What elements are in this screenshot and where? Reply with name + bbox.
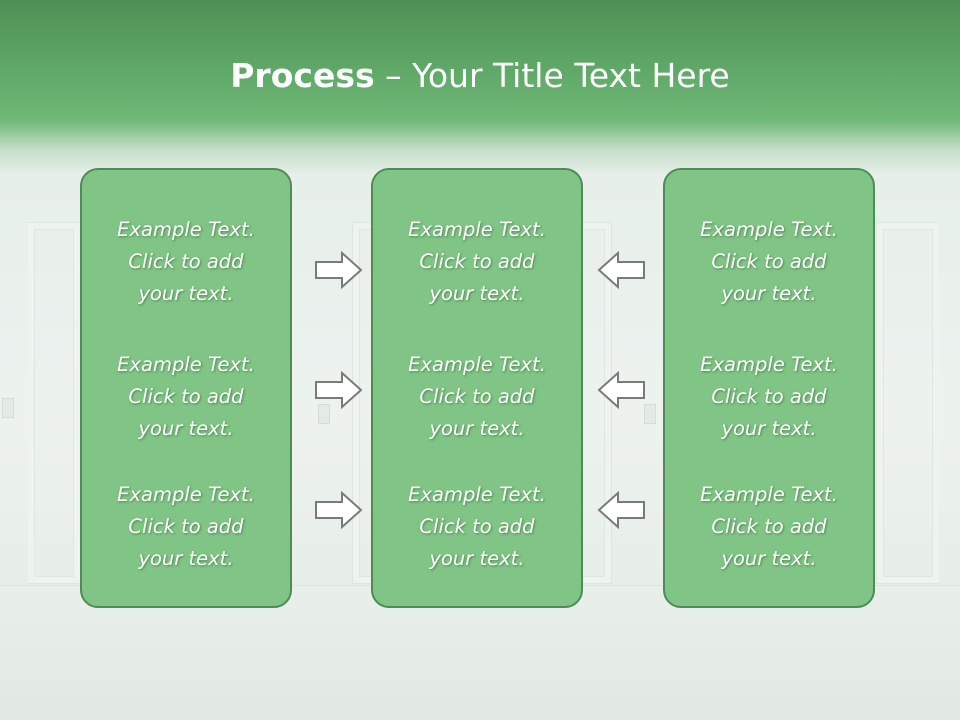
left-arrow-icon — [596, 370, 646, 410]
background-panel-button — [318, 404, 330, 424]
text-line: Example Text. — [408, 218, 546, 241]
text-block[interactable]: Example Text. Click to add your text. — [373, 214, 581, 310]
text-line: Click to add — [711, 250, 827, 273]
text-line: Click to add — [128, 385, 244, 408]
text-line: Example Text. — [117, 353, 255, 376]
text-line: Example Text. — [117, 218, 255, 241]
text-line: your text. — [721, 547, 817, 570]
text-line: Click to add — [419, 250, 535, 273]
title-bold: Process — [230, 56, 375, 95]
background-panel-button — [2, 398, 14, 418]
text-line: Example Text. — [700, 218, 838, 241]
text-line: your text. — [138, 547, 234, 570]
text-line: your text. — [429, 282, 525, 305]
right-arrow-icon — [314, 250, 364, 290]
slide-title[interactable]: Process – Your Title Text Here — [0, 56, 960, 96]
left-arrow-icon — [596, 250, 646, 290]
process-box-center[interactable]: Example Text. Click to add your text. Ex… — [371, 168, 583, 608]
text-block[interactable]: Example Text. Click to add your text. — [665, 214, 873, 310]
text-line: Example Text. — [408, 483, 546, 506]
left-arrow-icon — [596, 490, 646, 530]
text-line: Example Text. — [408, 353, 546, 376]
text-block[interactable]: Example Text. Click to add your text. — [82, 479, 290, 575]
text-line: your text. — [429, 547, 525, 570]
text-line: Click to add — [128, 250, 244, 273]
text-line: your text. — [138, 282, 234, 305]
process-box-left[interactable]: Example Text. Click to add your text. Ex… — [80, 168, 292, 608]
text-block[interactable]: Example Text. Click to add your text. — [665, 349, 873, 445]
right-arrow-icon — [314, 490, 364, 530]
text-line: Click to add — [419, 385, 535, 408]
text-line: your text. — [138, 417, 234, 440]
text-line: Example Text. — [700, 483, 838, 506]
text-line: your text. — [721, 282, 817, 305]
background-panel-button — [644, 404, 656, 424]
text-block[interactable]: Example Text. Click to add your text. — [373, 479, 581, 575]
text-block[interactable]: Example Text. Click to add your text. — [82, 214, 290, 310]
background-door-left — [28, 222, 81, 584]
text-line: your text. — [721, 417, 817, 440]
title-rest: – Your Title Text Here — [374, 56, 730, 95]
text-line: Example Text. — [117, 483, 255, 506]
text-block[interactable]: Example Text. Click to add your text. — [82, 349, 290, 445]
text-block[interactable]: Example Text. Click to add your text. — [373, 349, 581, 445]
text-line: your text. — [429, 417, 525, 440]
text-line: Click to add — [128, 515, 244, 538]
right-arrow-icon — [314, 370, 364, 410]
text-line: Example Text. — [700, 353, 838, 376]
text-block[interactable]: Example Text. Click to add your text. — [665, 479, 873, 575]
text-line: Click to add — [711, 515, 827, 538]
text-line: Click to add — [419, 515, 535, 538]
text-line: Click to add — [711, 385, 827, 408]
background-door-right — [876, 222, 939, 584]
process-box-right[interactable]: Example Text. Click to add your text. Ex… — [663, 168, 875, 608]
